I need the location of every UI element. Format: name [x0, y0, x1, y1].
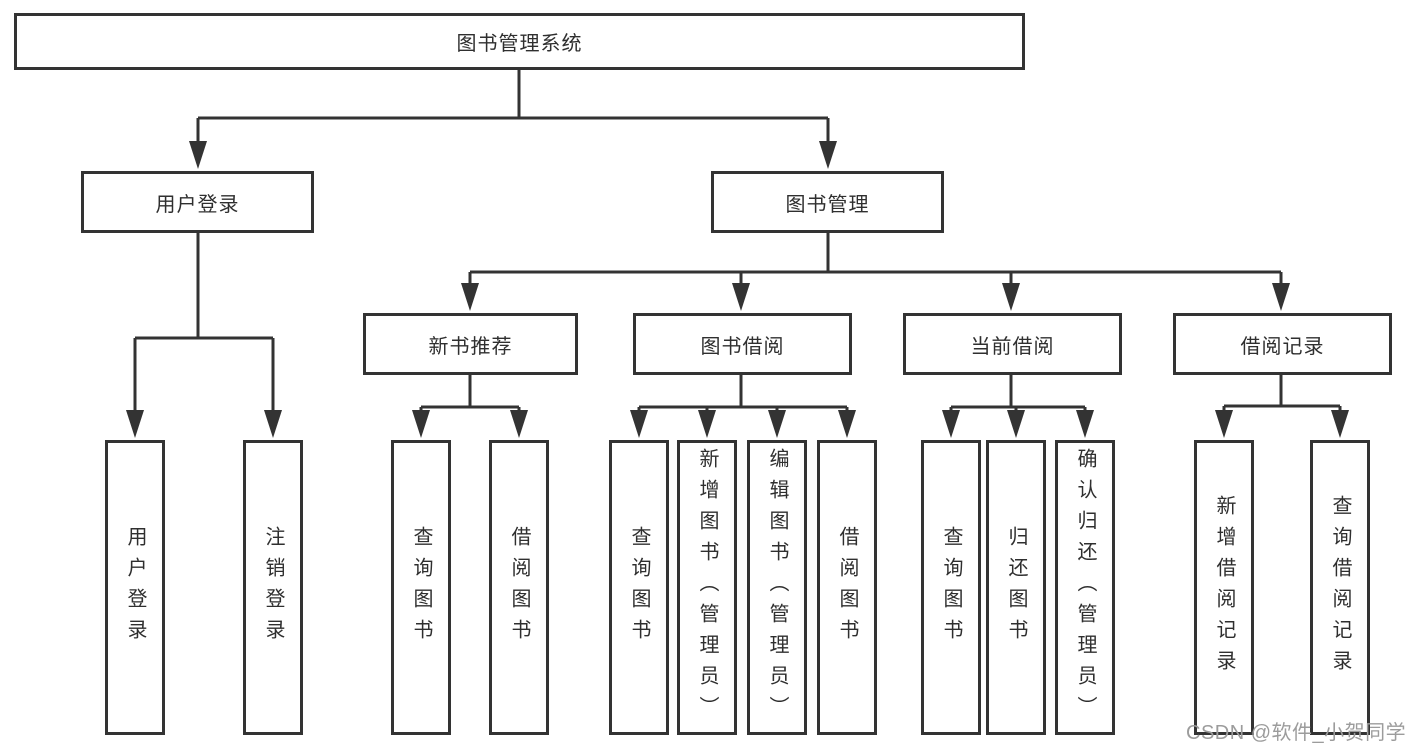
leaf-borrow-books-1: 借阅图书	[489, 440, 549, 735]
leaf-query-books-1: 查询图书	[391, 440, 451, 735]
leaf-add-borrow-record: 新增借阅记录	[1194, 440, 1254, 735]
arrowhead-icon	[732, 283, 750, 311]
arrowhead-icon	[1007, 410, 1025, 438]
arrowhead-icon	[768, 410, 786, 438]
arrowhead-icon	[461, 283, 479, 311]
arrowhead-icon	[1076, 410, 1094, 438]
arrowhead-icon	[698, 410, 716, 438]
leaf-query-books-3: 查询图书	[921, 440, 981, 735]
arrowhead-icon	[819, 141, 837, 169]
node-borrowing-records: 借阅记录	[1173, 313, 1392, 375]
arrowhead-icon	[189, 141, 207, 169]
node-user-login: 用户登录	[81, 171, 314, 233]
arrowhead-icon	[1002, 283, 1020, 311]
arrowhead-icon	[630, 410, 648, 438]
node-book-management: 图书管理	[711, 171, 944, 233]
arrowhead-icon	[412, 410, 430, 438]
leaf-add-books-admin: 新增图书（管理员）	[677, 440, 737, 735]
node-book-borrowing: 图书借阅	[633, 313, 852, 375]
leaf-logout: 注销登录	[243, 440, 303, 735]
arrowheads	[126, 141, 1349, 438]
leaf-return-books: 归还图书	[986, 440, 1046, 735]
arrowhead-icon	[942, 410, 960, 438]
leaf-edit-books-admin: 编辑图书（管理员）	[747, 440, 807, 735]
node-root: 图书管理系统	[14, 13, 1025, 70]
node-new-book-recommendation: 新书推荐	[363, 313, 578, 375]
arrowhead-icon	[264, 410, 282, 438]
leaf-borrow-books-2: 借阅图书	[817, 440, 877, 735]
arrowhead-icon	[1215, 410, 1233, 438]
leaf-confirm-return-admin: 确认归还（管理员）	[1055, 440, 1115, 735]
node-current-borrowing: 当前借阅	[903, 313, 1122, 375]
arrowhead-icon	[1331, 410, 1349, 438]
watermark: CSDN @软件_小贺同学	[1186, 722, 1405, 744]
leaf-query-borrow-record: 查询借阅记录	[1310, 440, 1370, 735]
leaf-user-login: 用户登录	[105, 440, 165, 735]
arrowhead-icon	[510, 410, 528, 438]
leaf-query-books-2: 查询图书	[609, 440, 669, 735]
arrowhead-icon	[1272, 283, 1290, 311]
arrowhead-icon	[126, 410, 144, 438]
arrowhead-icon	[838, 410, 856, 438]
